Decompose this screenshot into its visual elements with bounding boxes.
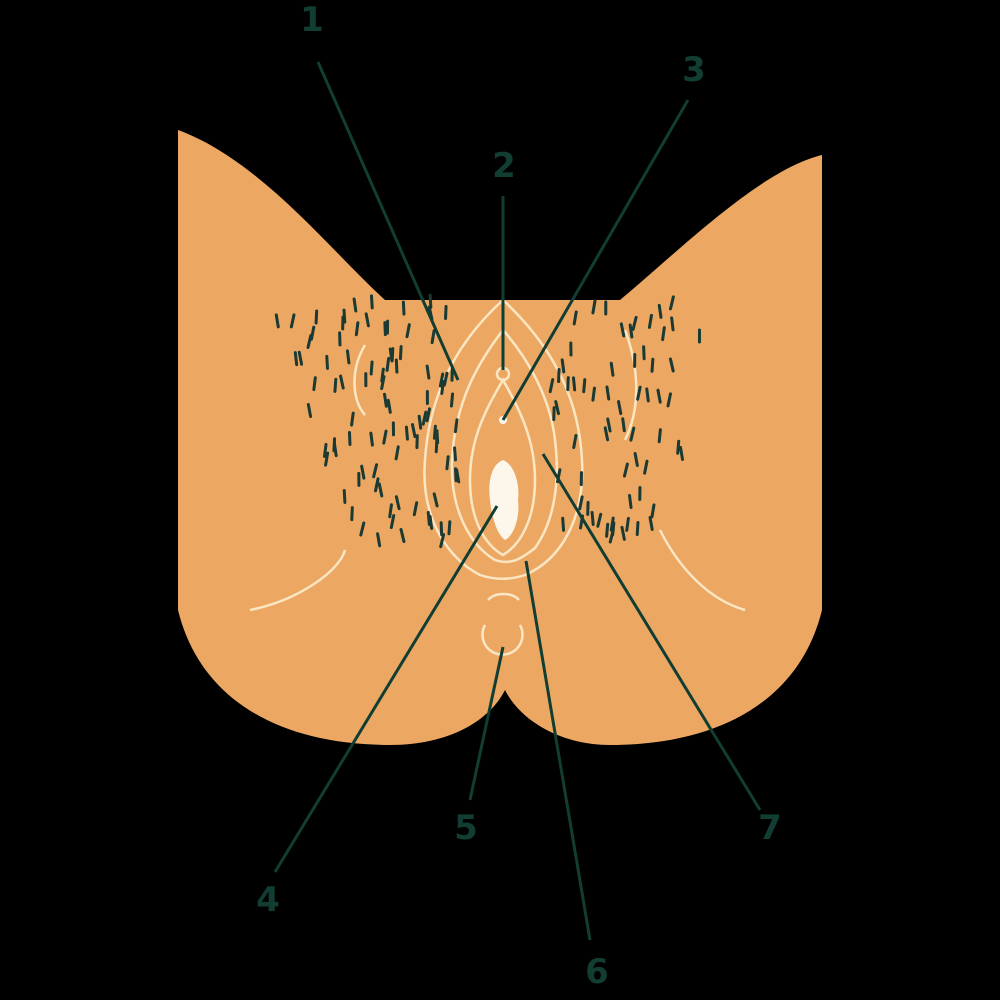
leader-line-4 xyxy=(273,505,499,873)
leader-line-3 xyxy=(501,99,690,421)
label-1: 1 xyxy=(300,0,324,40)
body-shape xyxy=(178,130,822,745)
leader-line-6 xyxy=(524,560,592,941)
label-3: 3 xyxy=(682,50,706,90)
label-2: 2 xyxy=(492,146,516,186)
leader-line-7 xyxy=(541,453,762,811)
pubic-hair xyxy=(274,293,701,549)
vaginal-opening xyxy=(489,460,519,540)
label-5: 5 xyxy=(454,808,478,848)
label-4: 4 xyxy=(256,880,280,920)
label-7: 7 xyxy=(758,808,782,848)
leader-line-1 xyxy=(316,61,460,381)
leader-lines xyxy=(273,61,762,941)
outline-strokes xyxy=(249,298,746,656)
label-6: 6 xyxy=(585,952,609,992)
leader-line-5 xyxy=(468,646,505,801)
